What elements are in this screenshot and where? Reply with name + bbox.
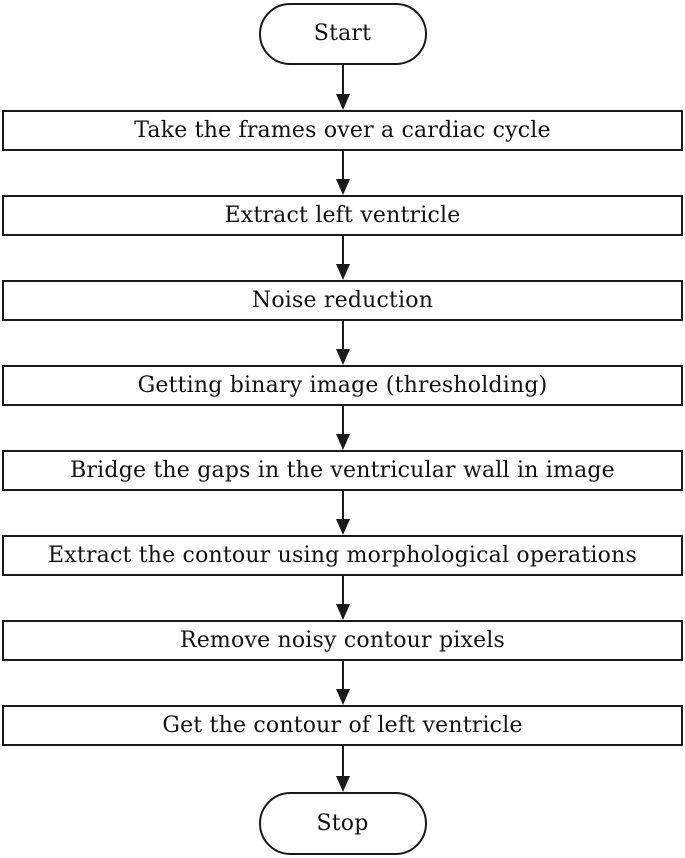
process-step-get-contour: Get the contour of left ventricle [2,705,683,746]
arrow-down-icon [335,349,350,365]
arrow-down-icon [335,604,350,620]
connector-step5-to-step6 [335,491,350,535]
connector-step1-to-step2 [335,151,350,195]
process-step-remove-noisy-pixels: Remove noisy contour pixels [2,620,683,661]
arrow-down-icon [335,179,350,195]
arrow-down-icon [335,689,350,705]
process-step-label: Extract the contour using morphological … [48,542,637,568]
process-step-label: Getting binary image (thresholding) [137,372,548,398]
arrow-line [341,321,344,349]
connector-step7-to-step8 [335,661,350,705]
process-step-label: Bridge the gaps in the ventricular wall … [70,457,615,483]
arrow-line [341,576,344,604]
arrow-down-icon [335,776,350,792]
start-node-label: Start [313,21,372,46]
arrow-line [341,65,344,94]
process-step-label: Get the contour of left ventricle [162,712,523,738]
connector-step3-to-step4 [335,321,350,365]
arrow-line [341,406,344,434]
connector-start-to-step1 [335,65,350,110]
connector-step2-to-step3 [335,236,350,280]
arrow-line [341,491,344,519]
process-step-label: Take the frames over a cardiac cycle [134,117,551,143]
process-step-label: Extract left ventricle [224,202,461,228]
arrow-down-icon [335,264,350,280]
process-step-extract-contour: Extract the contour using morphological … [2,535,683,576]
stop-node-label: Stop [316,810,369,836]
arrow-line [341,661,344,689]
arrow-down-icon [335,94,350,110]
connector-step4-to-step5 [335,406,350,450]
arrow-line [341,746,344,776]
process-step-bridge-gaps: Bridge the gaps in the ventricular wall … [2,450,683,491]
process-step-binary-image: Getting binary image (thresholding) [2,365,683,406]
process-step-extract-left-ventricle: Extract left ventricle [2,195,683,236]
arrow-line [341,151,344,179]
arrow-down-icon [335,434,350,450]
stop-node: Stop [258,792,427,855]
process-step-label: Noise reduction [251,287,434,313]
connector-step8-to-stop [335,746,350,792]
arrow-line [341,236,344,264]
process-step-take-frames: Take the frames over a cardiac cycle [2,110,683,151]
arrow-down-icon [335,519,350,535]
process-step-label: Remove noisy contour pixels [179,627,506,653]
connector-step6-to-step7 [335,576,350,620]
process-step-noise-reduction: Noise reduction [2,280,683,321]
start-node: Start [258,3,427,65]
